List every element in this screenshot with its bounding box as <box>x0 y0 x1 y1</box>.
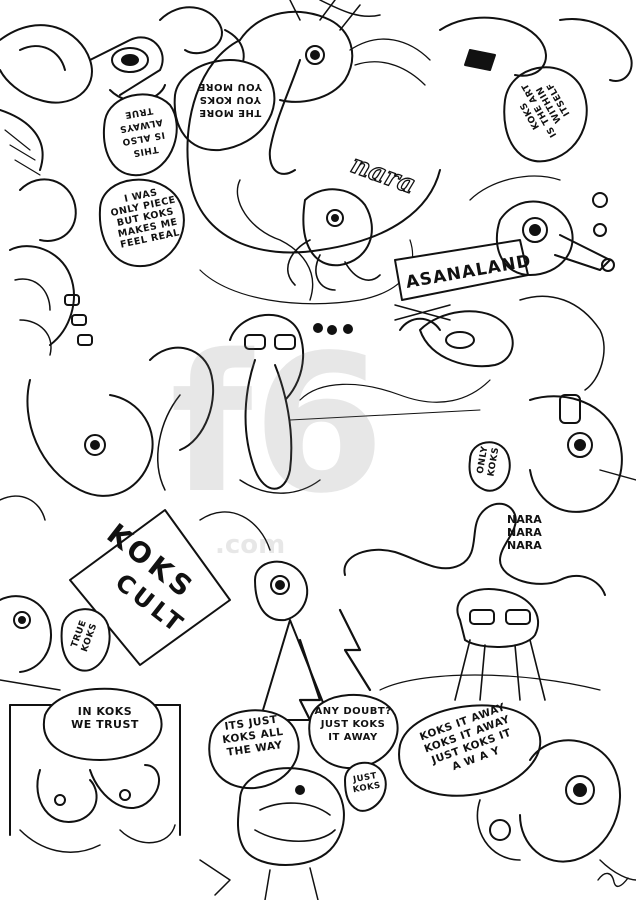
winged-head-figure <box>186 0 441 254</box>
bubble-text-any-doubt: ANY DOUBT? JUST KOKS IT AWAY <box>314 706 392 743</box>
tentacle-head-center <box>199 179 414 335</box>
bubble-text-in-koks: IN KOKS WE TRUST <box>71 705 139 731</box>
speech-bubble-any-doubt <box>308 694 399 770</box>
speech-bubble-only-koks <box>468 441 511 492</box>
propeller-machine <box>394 295 605 391</box>
nara-chant-text: NARA NARA NARA <box>507 513 542 552</box>
bottom-center-head <box>199 767 345 900</box>
speech-bubble-art-within <box>503 66 588 163</box>
left-lower-figure <box>0 595 61 691</box>
goggle-creature-right <box>469 175 615 276</box>
speech-bubble-also-true <box>103 93 178 177</box>
speech-bubble-just-koks-small <box>344 761 387 812</box>
bubble-text-more-koks: THE MORE YOU KOKS YOU MORE <box>198 81 262 118</box>
bottom-left-tentacles <box>19 764 176 853</box>
hand-creature-right <box>529 394 636 513</box>
goggled-tongue-figure <box>149 313 491 551</box>
lizard-creature <box>343 502 606 701</box>
speech-bubble-in-koks <box>42 687 163 761</box>
speech-bubble-more-koks <box>173 59 276 152</box>
bubble-text-also-true: THIS IS ALSO ALWAYS TRUE <box>118 104 166 158</box>
speech-bubble-only-piece <box>98 178 185 268</box>
top-right-arms <box>319 0 633 82</box>
speech-bubble-true-koks <box>60 608 111 672</box>
artist-signature <box>597 872 629 888</box>
left-tentacle-column <box>0 178 154 521</box>
koks-cult-sign <box>69 509 231 666</box>
bottom-right-creature <box>476 739 636 881</box>
speech-bubble-koks-it-away <box>398 704 542 797</box>
